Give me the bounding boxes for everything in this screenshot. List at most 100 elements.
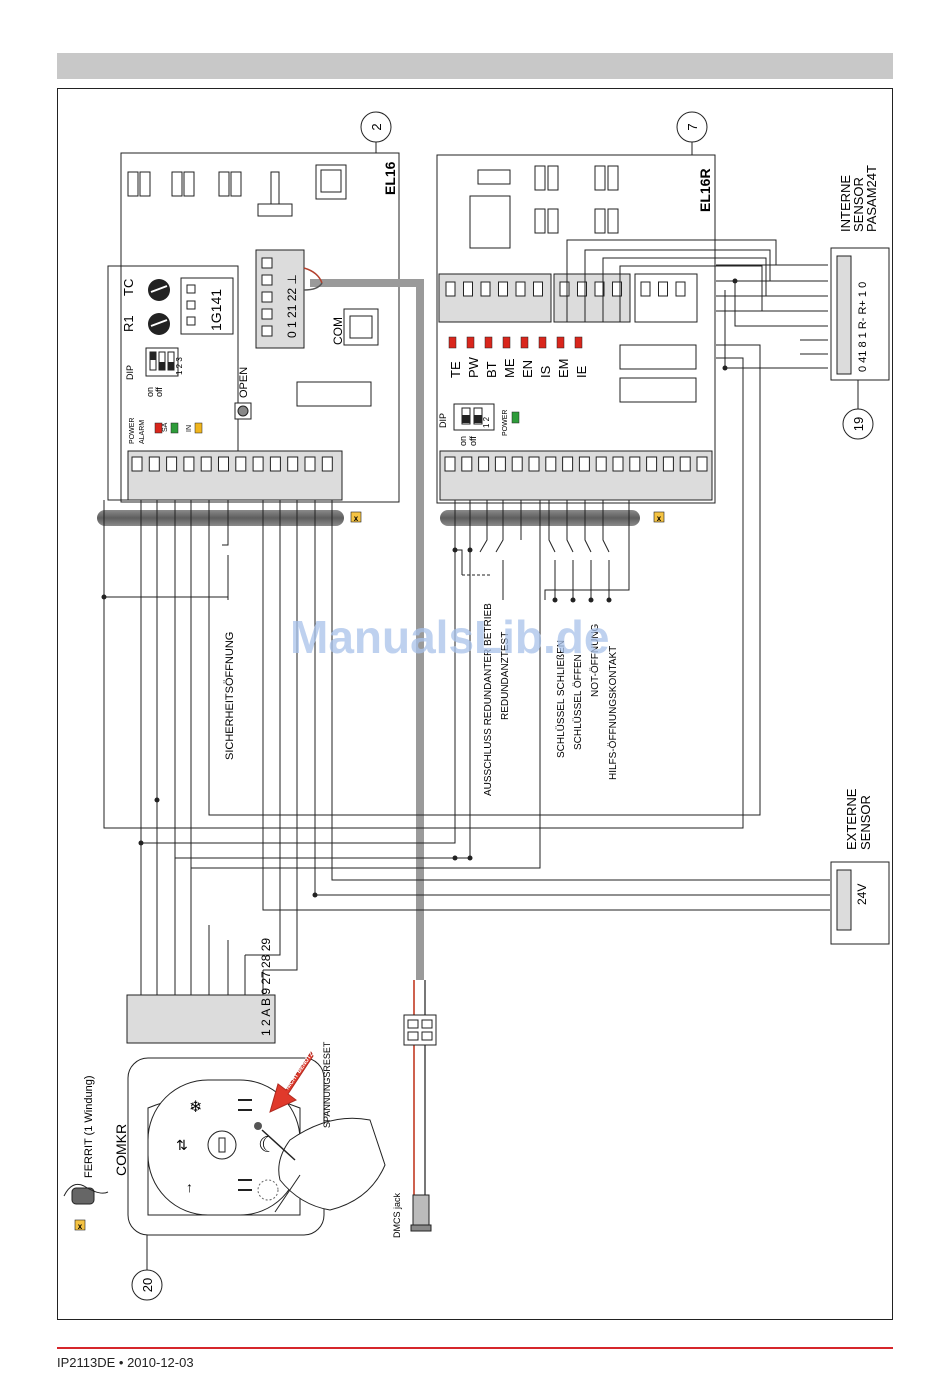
terminal-screw [252,456,264,472]
terminal-screw [515,281,526,297]
el16r-dip-label: DIP [438,413,448,428]
ferrit-legend-marker [74,1219,86,1231]
el16-title: EL16 [382,161,398,195]
snowflake-icon: ❄ [189,1099,202,1116]
terminal-screw [696,456,708,472]
el16r-dip-on: on [458,436,468,446]
el16-g-label: 1G141 [208,289,224,331]
el16-number: 2 [369,123,384,130]
comkr-terms: 1 2 A B 9 27 28 29 [259,938,273,1036]
ferrit-icon [63,1183,109,1205]
label-redundanztest: REDUNDANZTEST [500,632,511,720]
terminal-screw [131,456,143,472]
ferrit-legend-x: x [78,1222,83,1231]
terminal-screw [640,281,651,297]
comkr-title: COMKR [113,1124,129,1176]
el16r-led-label: BT [484,361,499,378]
el16-tc-label: TC [121,279,136,296]
el16-alarm-label: ALARM [139,420,146,444]
terminal-screw [595,456,607,472]
interne-number: 19 [851,417,866,431]
terminal-screw [463,281,473,297]
el16-sa-label: SA [162,422,169,432]
el16-dip-off: off [154,387,164,397]
ferrit-x-el16r: x [657,514,662,523]
terminal-screw [478,456,490,472]
el16r-led [538,336,547,349]
terminal-screw [528,456,540,472]
ferrit-marker-el16 [350,511,362,523]
terminal-screw [511,456,523,472]
el16r-number: 7 [685,123,700,130]
el16r-led-label: ME [502,358,517,378]
interne-terms: 0 41 8 1 R- R+ 1 0 [857,282,869,372]
comkr-device: ❄ ⇅ ↑ ☾ [127,1057,386,1236]
spannungsreset-label: SPANNUNGSRESET [322,1041,332,1128]
el16-dip-nums: 1 2 3 [175,357,184,375]
comkr-terminal-block [126,994,276,1044]
terminal-screw [304,456,316,472]
cable-bundle-el16 [97,510,344,526]
dmcs-jack-label: DMCS jack [392,1192,402,1238]
terminal-screw [545,456,557,472]
externe-line2: SENSOR [858,795,873,850]
interne-line3: PASAM24T [864,165,879,232]
label-not-oeffnung: NOT-ÖFFNUNG [589,623,601,697]
el16-term-nums: 0 1 21 22 ⊥ [285,274,299,338]
el16r-led [484,336,493,349]
el16-dip-on: on [145,387,155,397]
el16r-led-label: EN [520,360,535,378]
terminal-screw [498,281,508,297]
label-schluessel-oeffen: SCHLÜSSEL ÖFFEN [572,654,584,750]
terminal-screw [612,456,624,472]
terminal-screw [578,456,590,472]
el16r-dip-nums: 1 2 [482,416,491,428]
terminal-screw [445,281,456,297]
el16r-led-label: IE [574,365,589,378]
el16r-title: EL16R [697,168,713,212]
terminal-screw [480,281,491,297]
el16r-dip-off: off [468,436,478,446]
dmcs-cable [310,279,424,980]
el16-r1-label: R1 [121,315,136,332]
terminal-screw [658,281,668,297]
terminal-screw [494,456,506,472]
header-band [57,53,893,79]
el16r-led [502,336,511,349]
terminal-screw [577,281,587,297]
el16r-led [556,336,565,349]
el16r-led-label: TE [448,361,463,378]
el16r-board [436,154,716,504]
externe-sensor-box [830,861,890,945]
terminal-screw [200,456,212,472]
terminal-screw [321,456,333,472]
terminal-screw [148,456,160,472]
el16-com-label: COM [331,317,345,345]
ferrit-marker-el16r [653,511,665,523]
terminal-screw [287,456,299,472]
el16-power-label: POWER [129,418,136,444]
el16-dip-label: DIP [125,365,135,380]
label-ausschluss: AUSSCHLUSS REDUNDANTER BETRIEB [483,603,494,796]
terminal-screw [646,456,658,472]
terminal-screw [629,456,641,472]
terminal-screw [183,456,195,472]
label-schluessel-schliessen: SCHLÜSSEL SCHLIEßEN [555,640,567,758]
ferrit-label: FERRIT (1 Windung) [83,1076,95,1179]
swap-arrows-icon: ⇅ [176,1137,188,1153]
nicht-benutzen-arrow [269,1051,314,1113]
el16-board [107,152,400,503]
footer-rule [57,1347,893,1349]
terminal-screw [679,456,691,472]
terminal-screw [444,456,456,472]
dmcs-jack-plug [412,1194,430,1226]
el16-open-label: OPEN [238,367,250,398]
comkr-number: 20 [140,1278,155,1292]
watermark: ManualsLib.de [290,611,610,663]
label-sicherheitsoeffnung: SICHERHEITSÖFFNUNG [224,632,236,760]
terminal-screw [612,281,622,297]
label-hilfs-oeffnungskontakt: HILFS-ÖFFNUNGSKONTAKT [607,646,619,780]
el16r-led-label: PW [466,356,481,378]
